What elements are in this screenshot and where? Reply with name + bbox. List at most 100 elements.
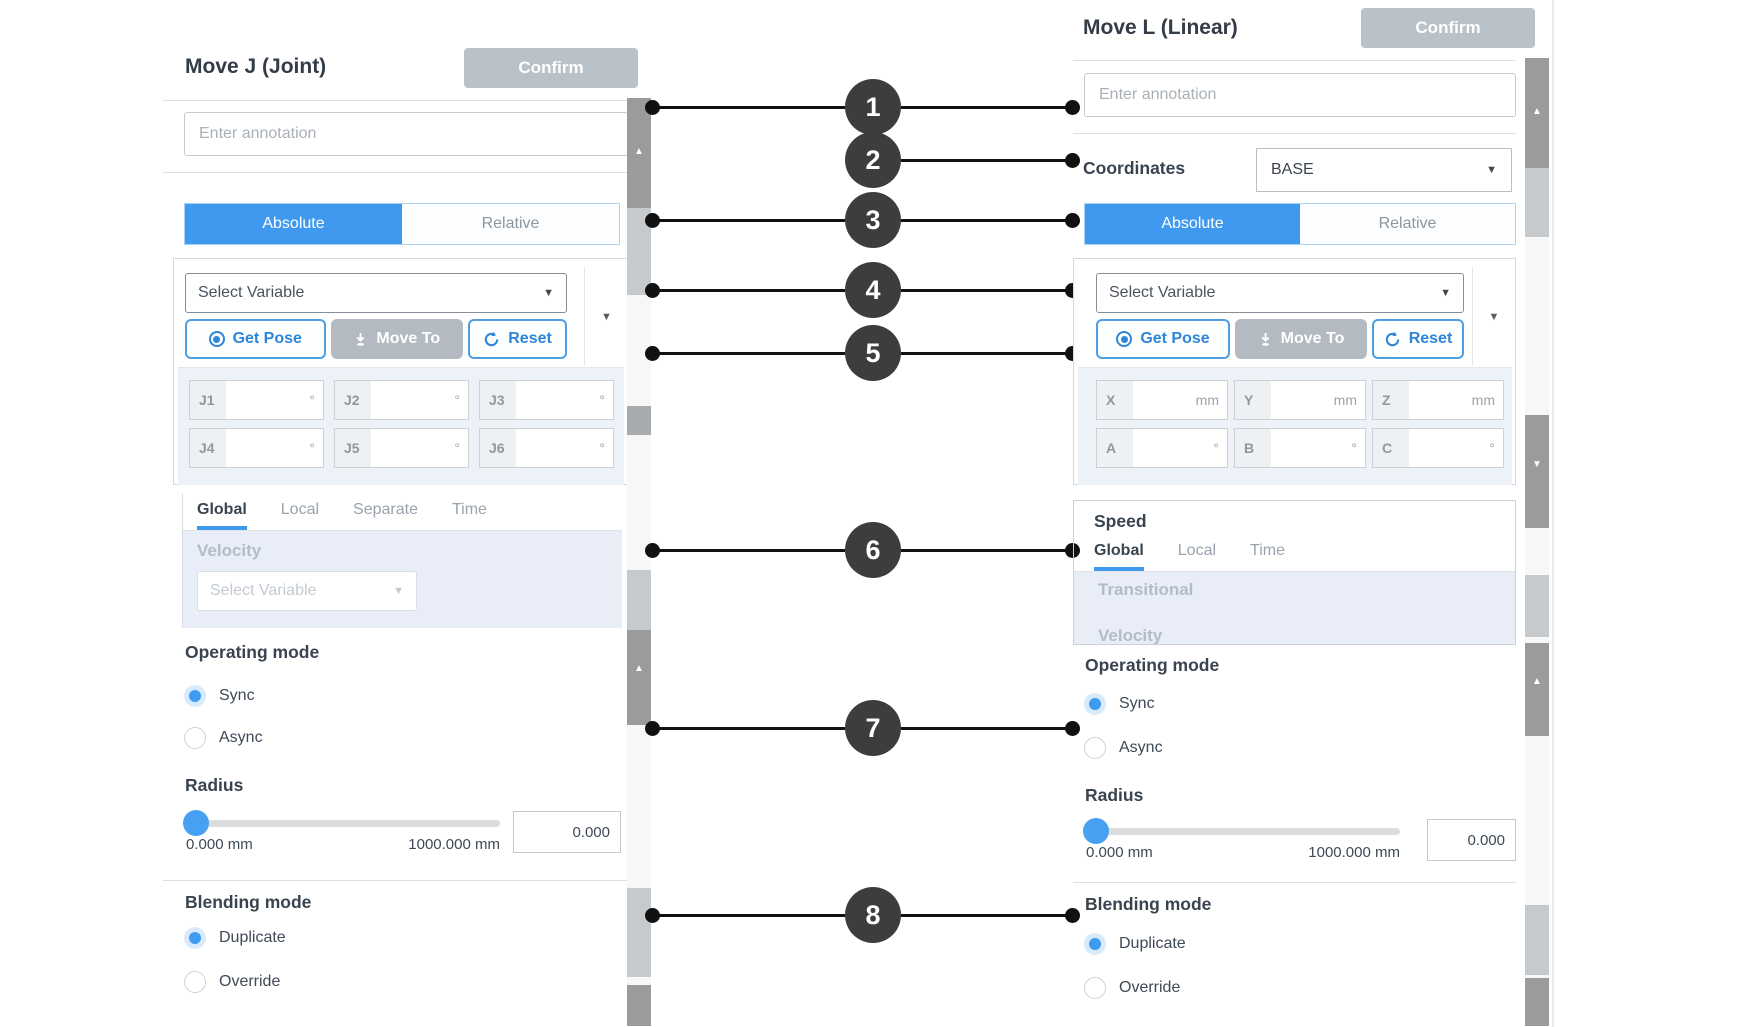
triangle-down-icon: ▼: [1532, 459, 1542, 470]
movel-speed-box: Speed Global Local Time Transitional Vel…: [1073, 500, 1516, 645]
callout-line: [652, 105, 845, 109]
callout-circle: 5: [845, 325, 901, 381]
movej-blending-label: Blending mode: [185, 892, 312, 912]
movel-radio-sync[interactable]: Sync: [1084, 693, 1155, 715]
tab-absolute[interactable]: Absolute: [185, 204, 402, 244]
joint-input-j3[interactable]: J3 °: [479, 380, 614, 420]
movel-annotation-input[interactable]: [1084, 73, 1516, 117]
field-label: J4: [190, 429, 226, 467]
tab-relative[interactable]: Relative: [402, 204, 619, 244]
movej-radio-duplicate[interactable]: Duplicate: [184, 927, 286, 949]
movej-radius-slider-thumb[interactable]: [183, 810, 209, 836]
movel-radius-value[interactable]: 0.000: [1427, 819, 1516, 861]
callout-dot: [1065, 907, 1080, 923]
speed-tab-local[interactable]: Local: [1177, 542, 1217, 559]
field-label: J1: [190, 381, 226, 419]
movel-radius-slider-track[interactable]: [1086, 828, 1400, 835]
movej-radius-slider-track[interactable]: [186, 820, 500, 827]
movel-radio-override[interactable]: Override: [1084, 977, 1180, 999]
scrollbar-thumb[interactable]: [1525, 575, 1549, 637]
speed-tab-global[interactable]: Global: [1094, 542, 1144, 571]
movej-mode-tabs: Absolute Relative: [184, 203, 620, 245]
get-pose-button[interactable]: Get Pose: [1096, 319, 1230, 359]
radius-min-label: 0.000 mm: [186, 836, 253, 853]
callout-line: [652, 218, 845, 222]
velocity-panel: Velocity Select Variable ▼: [183, 531, 622, 628]
field-label: Y: [1235, 381, 1271, 419]
scrollbar-thumb[interactable]: [627, 570, 651, 630]
callout-line: [652, 351, 845, 355]
pose-input-y[interactable]: Y mm: [1234, 380, 1366, 420]
move-to-button[interactable]: Move To: [330, 319, 464, 359]
movej-radio-async[interactable]: Async: [184, 727, 263, 749]
joint-input-j1[interactable]: J1 °: [189, 380, 324, 420]
joint-input-j6[interactable]: J6 °: [479, 428, 614, 468]
pose-input-c[interactable]: C °: [1372, 428, 1504, 468]
speed-tab-local[interactable]: Local: [280, 501, 320, 518]
triangle-up-icon: ▲: [1532, 106, 1542, 117]
movel-radio-async[interactable]: Async: [1084, 737, 1163, 759]
scrollbar-thumb[interactable]: [627, 888, 651, 977]
speed-tab-time[interactable]: Time: [1250, 542, 1285, 559]
scrollbar-thumb[interactable]: [1525, 978, 1549, 1026]
movej-speed-box: Global Local Separate Time Velocity Sele…: [182, 493, 622, 628]
joint-input-j5[interactable]: J5 °: [334, 428, 469, 468]
field-label: J2: [335, 381, 371, 419]
scrollbar-thumb[interactable]: ▲: [1525, 643, 1549, 736]
field-unit: °: [309, 392, 315, 408]
scrollbar-thumb[interactable]: [627, 406, 651, 435]
radio-label: Override: [219, 973, 281, 990]
scrollbar-thumb[interactable]: ▼: [1525, 415, 1549, 528]
field-unit: mm: [1195, 392, 1219, 408]
movel-confirm-button[interactable]: Confirm: [1361, 8, 1535, 48]
movel-mode-tabs: Absolute Relative: [1084, 203, 1516, 245]
callout-line: [652, 726, 845, 730]
field-unit: °: [309, 440, 315, 456]
pose-input-x[interactable]: X mm: [1096, 380, 1228, 420]
pose-input-z[interactable]: Z mm: [1372, 380, 1504, 420]
speed-tab-time[interactable]: Time: [451, 501, 487, 518]
speed-tab-separate[interactable]: Separate: [353, 501, 418, 518]
movej-radio-sync[interactable]: Sync: [184, 685, 255, 707]
radio-icon: [184, 727, 206, 749]
joint-input-j2[interactable]: J2 °: [334, 380, 469, 420]
speed-tab-global[interactable]: Global: [197, 501, 247, 530]
movel-variable-select[interactable]: Select Variable ▼: [1096, 273, 1464, 313]
get-pose-button[interactable]: Get Pose: [185, 319, 326, 359]
scrollbar-thumb[interactable]: ▲: [627, 98, 651, 208]
movej-variable-select[interactable]: Select Variable ▼: [185, 273, 567, 313]
reset-button[interactable]: Reset: [468, 319, 567, 359]
field-label: J6: [480, 429, 516, 467]
move-to-button[interactable]: Move To: [1235, 319, 1367, 359]
scrollbar-thumb[interactable]: [627, 985, 651, 1026]
callout-number: 3: [865, 204, 881, 235]
divider: [163, 172, 628, 173]
movej-annotation-input[interactable]: [184, 112, 628, 156]
tab-absolute[interactable]: Absolute: [1085, 204, 1300, 244]
variable-extra-dropdown[interactable]: ▼: [584, 267, 628, 366]
radio-label: Async: [219, 729, 263, 746]
tab-relative[interactable]: Relative: [1300, 204, 1515, 244]
joint-fields-area: J1 ° J2 ° J3 ° J4 ° J5 ° J6 °: [178, 367, 624, 485]
scrollbar-thumb[interactable]: [1525, 905, 1549, 975]
movel-radio-duplicate[interactable]: Duplicate: [1084, 933, 1186, 955]
scrollbar-thumb[interactable]: [627, 208, 651, 295]
reset-button[interactable]: Reset: [1372, 319, 1464, 359]
radio-icon: [1084, 977, 1106, 999]
radio-label: Override: [1119, 979, 1181, 996]
scrollbar-thumb[interactable]: [1525, 168, 1549, 237]
scrollbar-thumb[interactable]: ▲: [1525, 58, 1549, 168]
pose-input-a[interactable]: A °: [1096, 428, 1228, 468]
movel-blending-label: Blending mode: [1085, 894, 1212, 914]
joint-input-j4[interactable]: J4 °: [189, 428, 324, 468]
movel-radius-slider-thumb[interactable]: [1083, 818, 1109, 844]
variable-extra-dropdown[interactable]: ▼: [1472, 267, 1515, 366]
coordinates-select[interactable]: BASE ▼: [1256, 148, 1512, 192]
movej-confirm-button[interactable]: Confirm: [464, 48, 638, 88]
scrollbar-thumb[interactable]: ▲: [627, 630, 651, 725]
pose-input-b[interactable]: B °: [1234, 428, 1366, 468]
velocity-select[interactable]: Select Variable ▼: [197, 571, 417, 611]
movej-radius-value[interactable]: 0.000: [513, 811, 621, 853]
move-to-label: Move To: [376, 330, 441, 347]
movej-radio-override[interactable]: Override: [184, 971, 280, 993]
